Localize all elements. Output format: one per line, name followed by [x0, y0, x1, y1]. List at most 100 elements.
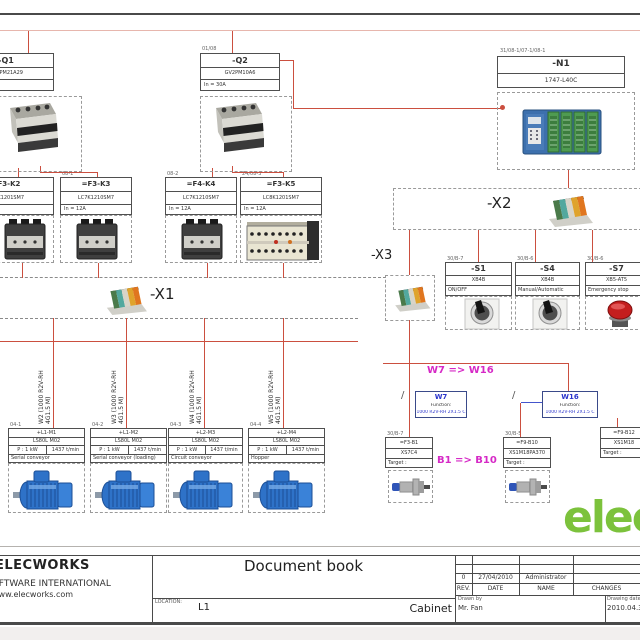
contactor-icon[interactable]: [179, 219, 225, 261]
s1-ref: 30/B-7: [447, 256, 464, 262]
n1-ref: 31/08-1/07-1/08-1: [500, 48, 546, 54]
w7-spec: 1000 R2V-RH 2X1.5 C: [416, 410, 466, 415]
b1-tag: =F3-B1: [399, 440, 419, 446]
m4-speed: 1437 t/min: [286, 446, 324, 454]
motor-m3-label[interactable]: +L2-M3 LS80L M02 P : 1 kW 1437 t/min Cir…: [168, 428, 243, 463]
button-s4-label[interactable]: -S4 XB4B Manual/Automatic: [515, 262, 580, 296]
m3-tag: +L2-M3: [195, 430, 216, 436]
cable-label-w5[interactable]: W5 (1000 R2V-RH 4G1.5 M): [268, 370, 282, 424]
k4-model: LC7K1210SM7: [166, 191, 236, 204]
button-s1-label[interactable]: -S1 XB4B ON/OFF: [445, 262, 512, 296]
wire-segment: [207, 263, 208, 278]
k5-title: =F3-K5: [266, 180, 296, 188]
company-website[interactable]: www.elecworks.com: [0, 590, 74, 599]
w16-name: W16: [561, 393, 579, 401]
sensor-range-note: B1 => B10: [437, 455, 497, 466]
breaker-q1-label[interactable]: -Q1 GV2PM21A29 30A: [0, 53, 54, 91]
m1-desc: Serial conveyor: [9, 454, 84, 462]
proximity-sensor-icon[interactable]: [392, 477, 430, 497]
cable-text: W5 (1000 R2V-RH: [268, 370, 275, 424]
wire-segment: [98, 263, 99, 278]
sensor-edge-label[interactable]: =F9-B12 XS1M18 Target :: [600, 427, 640, 458]
selector-switch-icon[interactable]: [530, 298, 570, 330]
x3-label: -X3: [371, 248, 393, 263]
cable-label-w3[interactable]: W3 (1000 R2V-RH 4G1.5 M): [111, 370, 125, 424]
wire-segment: [232, 166, 233, 172]
q2-symbol-frame: [200, 96, 292, 172]
m2-speed: 1437 t/min: [128, 446, 166, 454]
k2-model: LC7K1201SM7: [0, 191, 53, 204]
cable-text: 4G1.5 M): [118, 396, 125, 424]
wire-segment: [232, 172, 284, 173]
contactor-k5-label[interactable]: =F3-K5 LC8K1201SM7 In = 12A: [240, 177, 322, 215]
rev-col: [573, 555, 574, 595]
terminal-block-icon[interactable]: [545, 193, 595, 227]
selector-switch-icon[interactable]: [462, 298, 502, 330]
k3-rating: In = 12A: [61, 204, 131, 214]
motor-icon[interactable]: [94, 468, 162, 512]
rev-line: [455, 564, 640, 565]
cable-text: W2 (1000 R2V-RH: [38, 370, 45, 424]
contactor-k2-label[interactable]: =F3-K2 LC7K1201SM7 12A: [0, 177, 54, 215]
plc-n1-label[interactable]: -N1 1747-L40C: [497, 56, 625, 88]
w7-function: Function:: [430, 403, 452, 408]
motor-m4-label[interactable]: +L2-M4 LS80L M02 P : 1 kW 1437 t/min Hop…: [248, 428, 325, 463]
plc-icon[interactable]: [522, 100, 602, 162]
m2-symbol-frame: [90, 463, 167, 513]
q2-title: -Q2: [232, 56, 248, 65]
wire-segment: [409, 230, 410, 275]
m4-desc: Hopper: [249, 454, 324, 462]
k3-symbol-frame: [60, 215, 132, 263]
m1-tag: +L1-M1: [36, 430, 57, 436]
x2-strip-frame: [393, 188, 640, 230]
m3-desc: Circuit conveyor: [169, 454, 242, 462]
contactor-k3-label[interactable]: =F3-K3 LC7K1210SM7 In = 12A: [60, 177, 132, 215]
contactor-k4-label[interactable]: =F4-K4 LC7K1210SM7 In = 12A: [165, 177, 237, 215]
cable-box-w7[interactable]: W7 Function: 1000 R2V-RH 2X1.5 C: [415, 391, 467, 418]
b1-target: Target :: [386, 458, 432, 467]
motor-icon[interactable]: [12, 468, 80, 512]
bottom-margin: [0, 627, 640, 640]
contactor-icon[interactable]: [74, 219, 120, 261]
emergency-stop-icon[interactable]: [600, 298, 640, 330]
wire-segment: [283, 318, 284, 428]
wire-segment: [22, 263, 23, 278]
elecworks-logo: elec: [563, 492, 640, 543]
location-row-border: [152, 598, 456, 599]
terminal-block-icon[interactable]: [102, 284, 150, 315]
k2-title: =F3-K2: [0, 180, 21, 188]
breaker-icon[interactable]: [0, 100, 62, 156]
cable-text: 4G1.5 M): [275, 396, 282, 424]
terminal-block-icon[interactable]: [392, 284, 432, 312]
m3-model: LS80L M02: [169, 437, 242, 445]
contactor-icon[interactable]: [2, 219, 48, 261]
breaker-q2-label[interactable]: -Q2 GV2PM10A6 In = 30A: [200, 53, 280, 91]
motor-icon[interactable]: [172, 468, 240, 512]
cable-box-w16[interactable]: W16 Function: 1000 R2V-RH 2X1.5 C: [542, 391, 598, 418]
rev-header-rev: REV.: [456, 585, 471, 592]
sensor-b1-label[interactable]: =F3-B1 XS7C4 Target :: [385, 437, 433, 468]
button-s7-label[interactable]: -S7 XB5-AT5 Emergency stop: [585, 262, 640, 296]
rev-header-date: DATE: [487, 585, 504, 592]
wire-segment: [0, 341, 358, 342]
m1-speed: 1437 t/min: [46, 446, 84, 454]
proximity-sensor-icon[interactable]: [509, 477, 547, 497]
s4-ref: 30/B-6: [517, 256, 534, 262]
w16-function: Function:: [559, 403, 581, 408]
wire-segment: [409, 320, 410, 437]
breaker-icon[interactable]: [206, 100, 268, 156]
drawing-date-label: Drawing date: [607, 596, 640, 602]
motor-m1-label[interactable]: +L1-M1 LS80L M02 P : 1 kW 1437 t/min Ser…: [8, 428, 85, 463]
wire-segment: [53, 318, 54, 428]
s1-model: XB4B: [446, 275, 511, 285]
motor-icon[interactable]: [252, 468, 320, 512]
relay-icon[interactable]: [246, 218, 320, 263]
cable-label-w4[interactable]: W4 (1000 R2V-RH 4G1.5 M): [189, 370, 203, 424]
k3-ref: 08-1: [62, 171, 74, 177]
s1-desc: ON/OFF: [446, 285, 511, 295]
k3-model: LC7K1210SM7: [61, 191, 131, 204]
cable-label-w2[interactable]: W2 (1000 R2V-RH 4G1.5 M): [38, 370, 52, 424]
motor-m2-label[interactable]: +L1-M2 LS80L M02 P : 1 kW 1437 t/min Ser…: [90, 428, 167, 463]
k4-ref: 08-2: [167, 171, 179, 177]
sensor-b10-label[interactable]: =F9-B10 XS1M18PA370 Target :: [503, 437, 551, 468]
